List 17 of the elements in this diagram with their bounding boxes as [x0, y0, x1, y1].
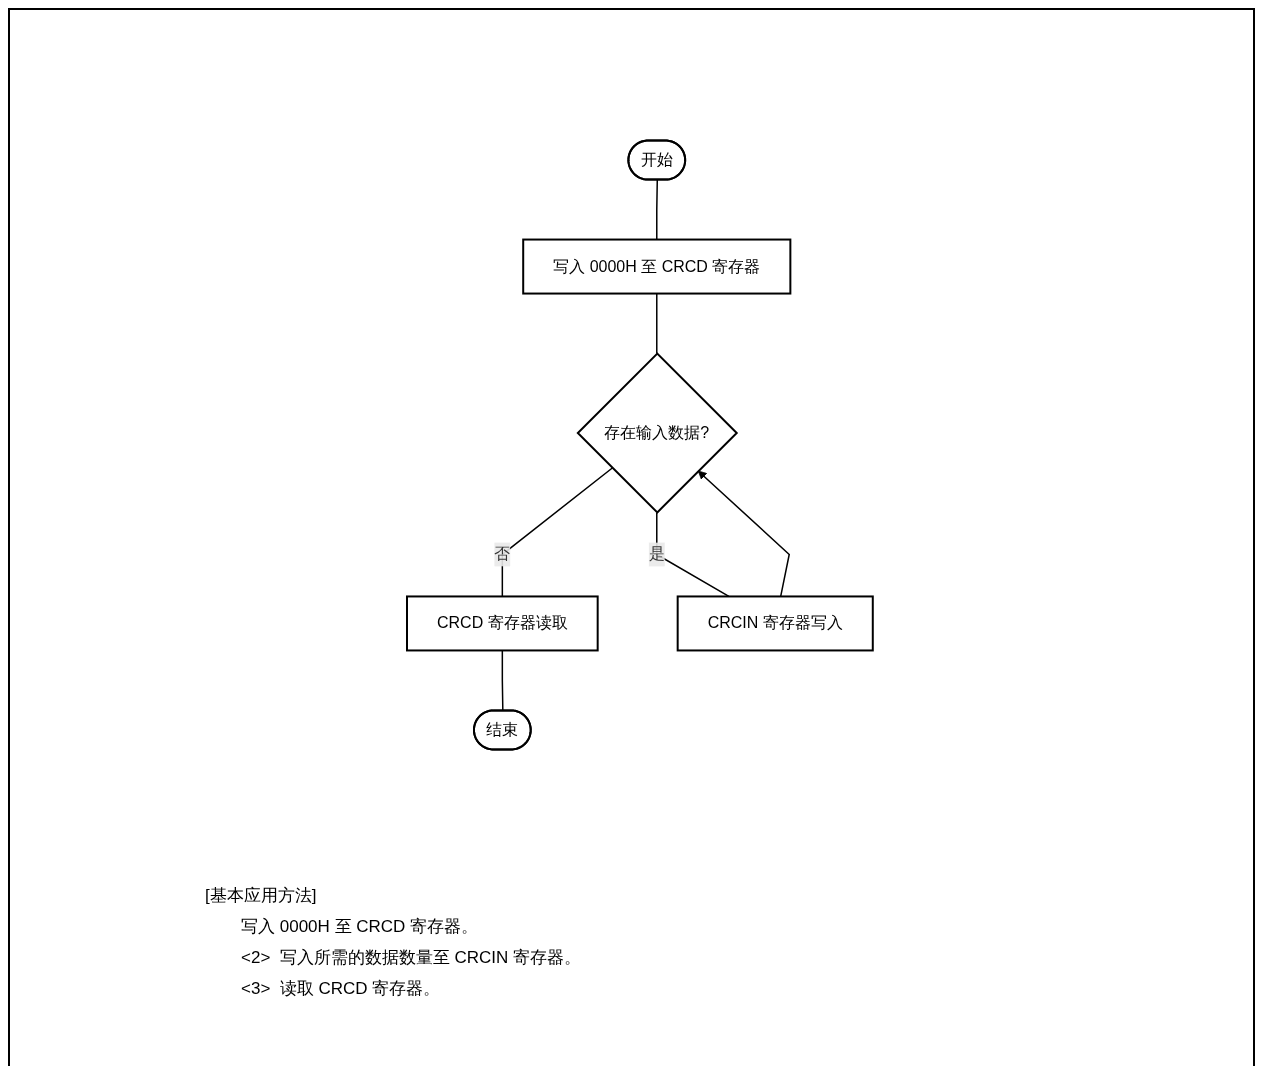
- connector: [501, 467, 614, 598]
- note-heading: [基本应用方法]: [205, 885, 318, 907]
- node-box: [676, 595, 874, 652]
- connector: [656, 292, 658, 355]
- connector: [656, 179, 659, 241]
- page-border: 开始 写入 0000H 至 CRCD 寄存器 存在输入数据? 否 是 CRCD 寄存器读取 CRCIN 寄存器写入 结束 [基本应用方法] 写入 0000H 至 CRCD 寄存器。 <2> 写入所需的数据数量至 CRCIN 寄存器。 <3> 读取 CRCD 寄存器。: [8, 8, 1255, 1066]
- note-text: 写入 0000H 至 CRCD 寄存器。: [240, 916, 480, 938]
- arrow: [697, 470, 791, 598]
- note-text: <3> 读取 CRCD 寄存器。: [240, 978, 442, 1000]
- edge-label: 是: [648, 545, 665, 563]
- node-diamond: [576, 352, 739, 514]
- edge-label: 否: [494, 545, 511, 563]
- node-box: [406, 595, 599, 652]
- note-text: <2> 写入所需的数据数量至 CRCIN 寄存器。: [240, 947, 582, 969]
- connector: [656, 511, 730, 598]
- node-box: [522, 238, 792, 295]
- connector: [501, 649, 504, 712]
